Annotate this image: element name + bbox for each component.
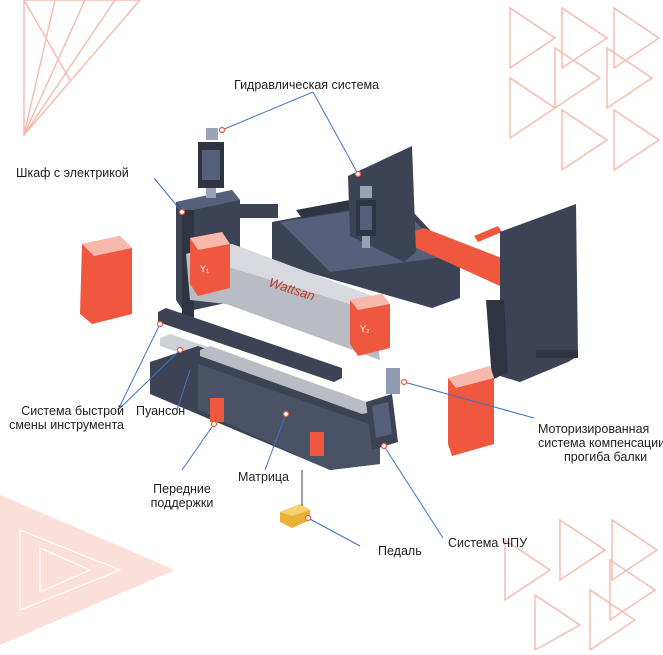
y2-badge: Y₂ — [360, 324, 370, 334]
label-punch: Пуансон — [136, 404, 186, 418]
label-hydraulic-system: Гидравлическая система — [234, 78, 380, 92]
leader-dots — [156, 126, 408, 522]
y1-badge: Y₁ — [200, 264, 209, 274]
label-crowning-line1: Моторизированная — [538, 422, 650, 436]
cnc-panel — [366, 394, 398, 450]
ram: Y₁ Y₂ Wattsan — [186, 232, 390, 360]
right-guard — [448, 366, 494, 456]
label-cnc-system: Система ЧПУ — [448, 536, 528, 550]
label-front-supports-line2: поддержки — [150, 496, 214, 510]
label-crowning-line2: система компенсации — [538, 436, 663, 450]
lower-bed — [150, 346, 380, 470]
left-guard — [80, 236, 132, 324]
label-quick-change-line2: смены инструмента — [9, 418, 124, 432]
crowning-motor — [386, 368, 400, 394]
hydraulic-cylinder-left — [198, 128, 224, 198]
hydraulic-cylinder-right — [356, 186, 376, 248]
decor-top-left — [23, 0, 141, 137]
quick-change-clamps — [158, 308, 342, 382]
label-die: Матрица — [238, 470, 290, 484]
label-pedal: Педаль — [378, 544, 422, 558]
label-front-supports-line1: Передние — [153, 482, 211, 496]
decor-top-right — [509, 6, 661, 172]
pedal — [280, 470, 310, 528]
right-frame — [348, 146, 578, 382]
decor-bottom-left — [0, 495, 175, 645]
label-electrical-cabinet: Шкаф с электрикой — [16, 166, 129, 180]
leader-lines — [117, 91, 535, 547]
label-quick-change-line1: Система быстрой — [21, 404, 124, 418]
label-crowning-line3: прогиба балки — [564, 450, 648, 464]
decor-bottom-right — [504, 518, 659, 652]
